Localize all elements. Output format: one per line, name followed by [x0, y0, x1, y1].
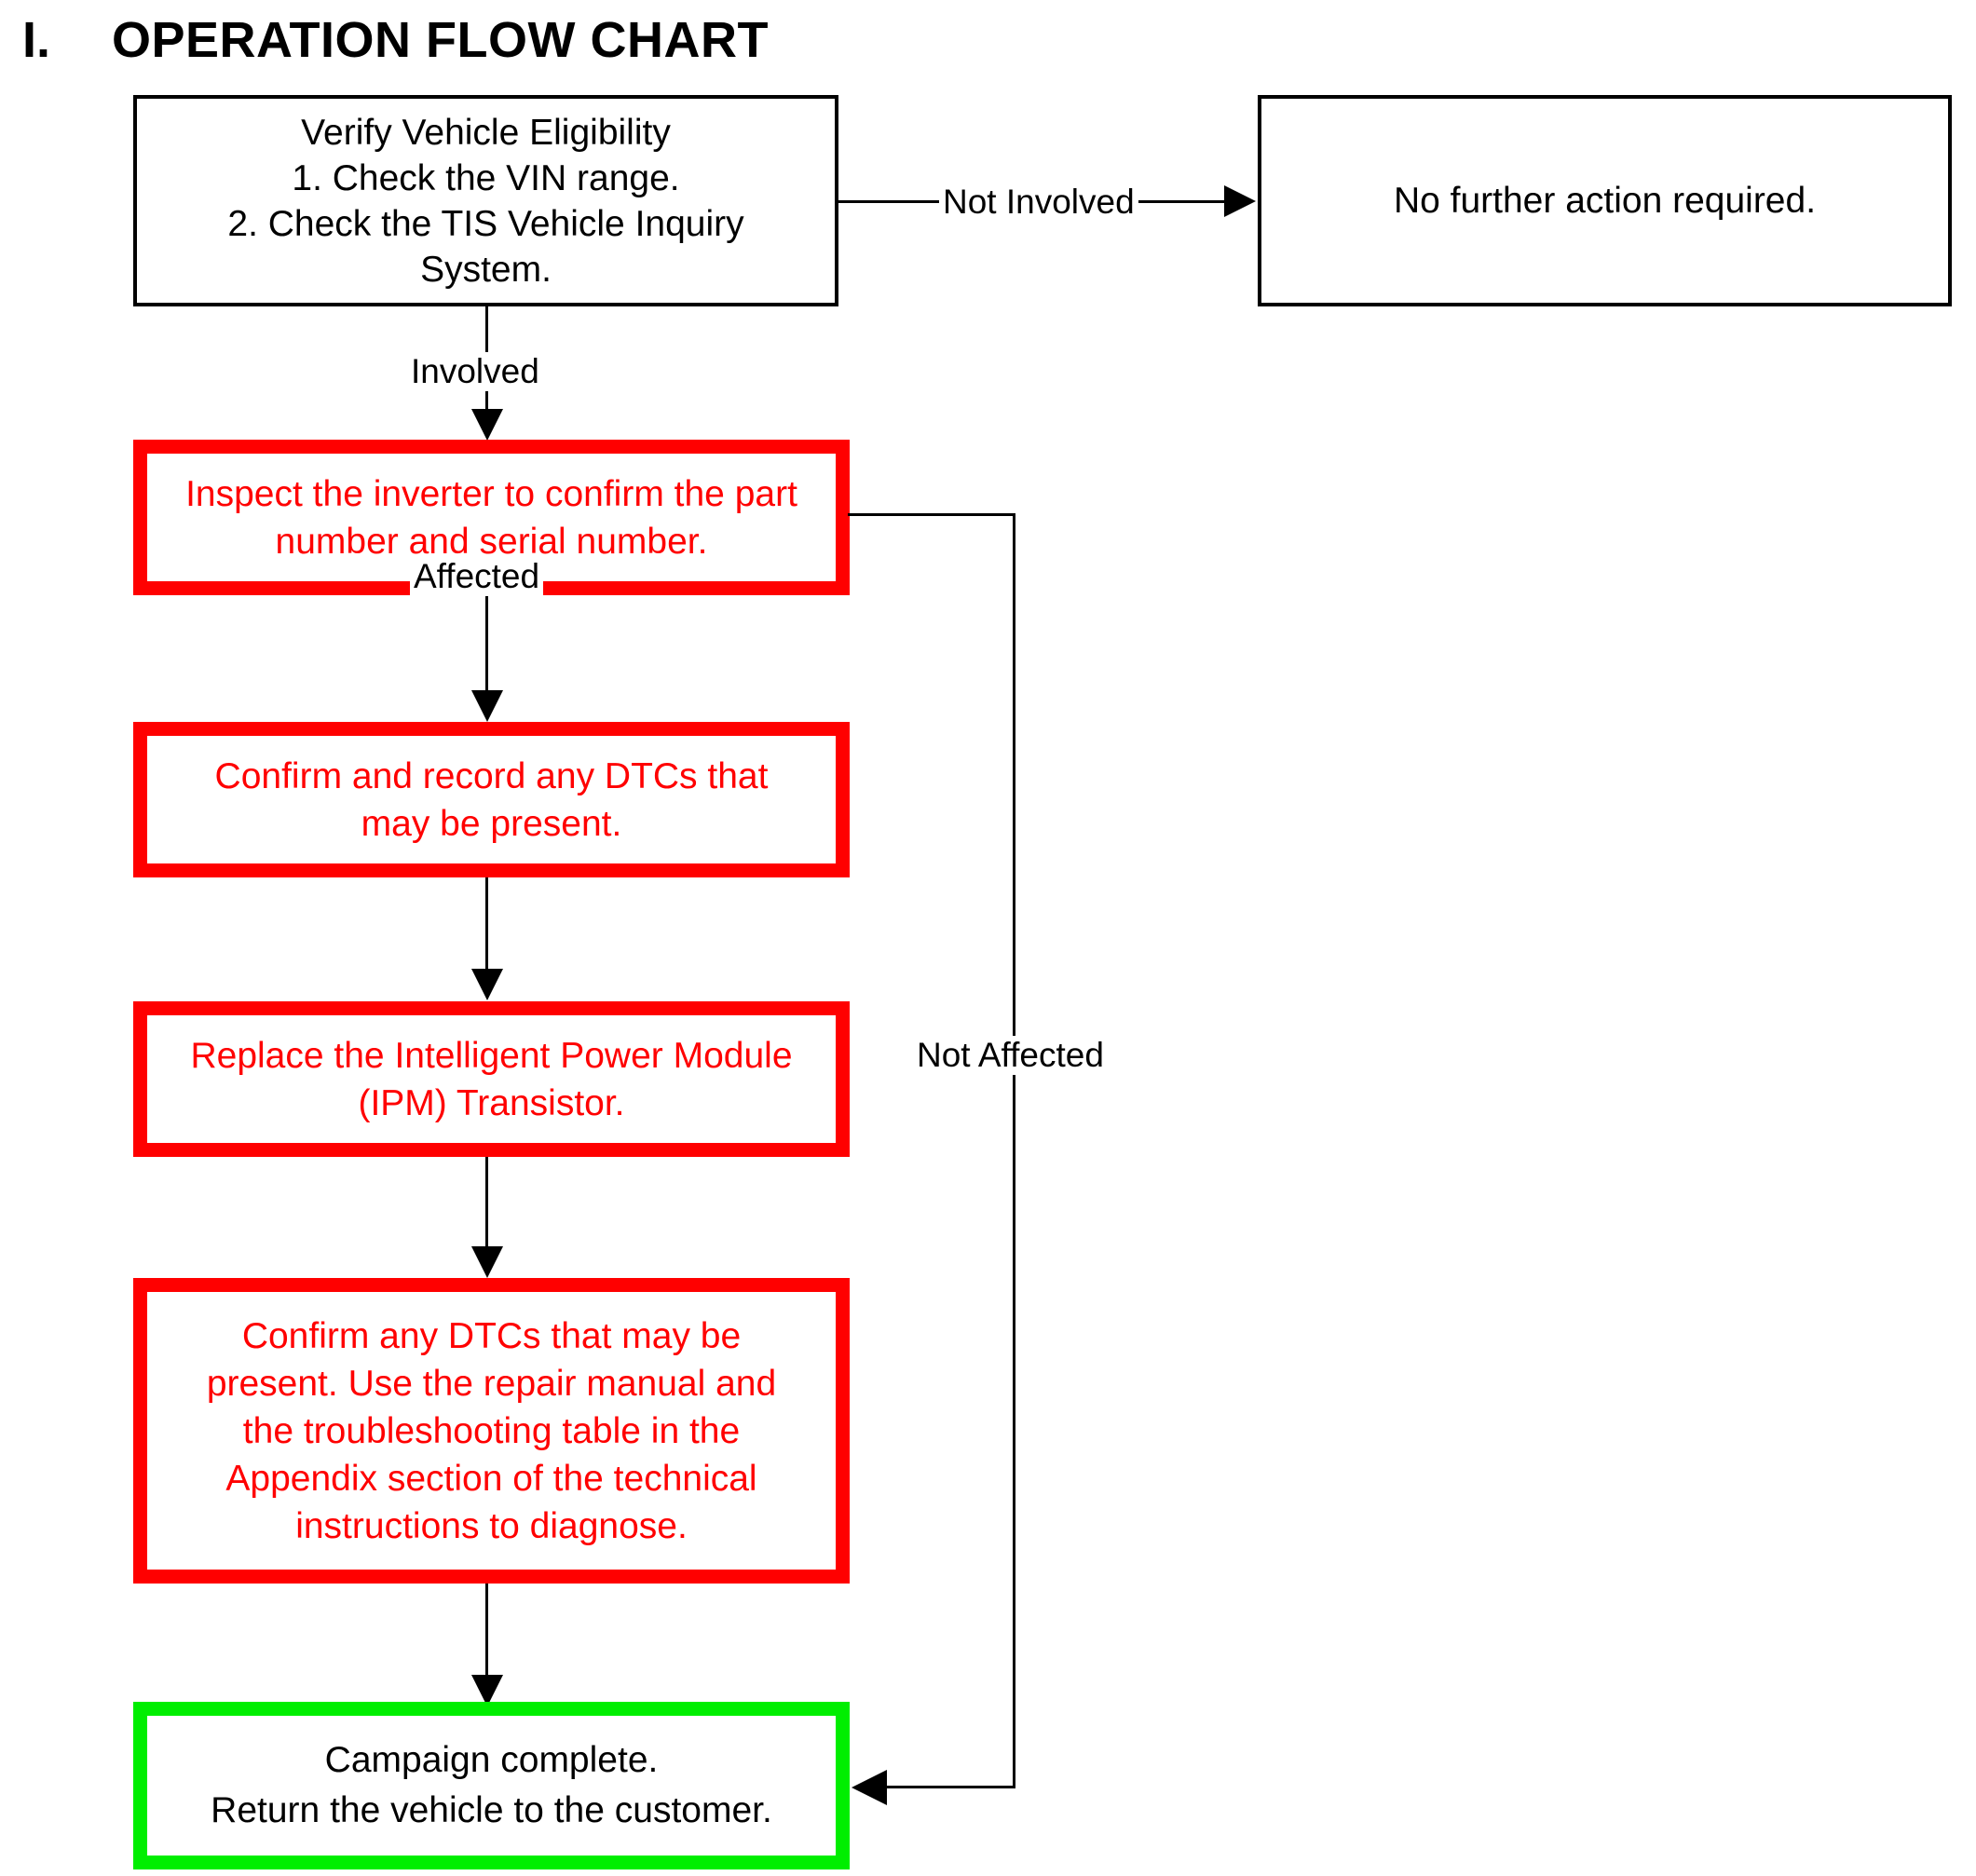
node-verify-line-3: 2. Check the TIS Vehicle Inquiry [227, 203, 744, 244]
node-verify-line-2: 1. Check the VIN range. [292, 157, 680, 198]
edge-label-affected: Affected [410, 557, 544, 596]
edge-replace-to-confirm-line [485, 1157, 488, 1250]
node-record-dtcs[interactable]: Confirm and record any DTCs that may be … [133, 722, 850, 877]
edge-confirm-to-complete-arrowhead [471, 1675, 503, 1706]
node-confirm-dtc-line-3: the troubleshooting table in the [242, 1410, 741, 1451]
edge-replace-to-confirm-arrowhead [471, 1246, 503, 1278]
node-no-action-line-1: No further action required. [1393, 181, 1817, 221]
node-replace-ipm-line-2: (IPM) Transistor. [358, 1082, 625, 1123]
node-confirm-dtc-line-1: Confirm any DTCs that may be [241, 1315, 742, 1356]
page-title: I. OPERATION FLOW CHART [22, 11, 769, 69]
edge-affected-line [485, 595, 488, 700]
edge-confirm-to-complete-line [485, 1584, 488, 1679]
node-campaign-complete[interactable]: Campaign complete. Return the vehicle to… [133, 1702, 850, 1869]
node-replace-ipm-line-1: Replace the Intelligent Power Module [190, 1035, 793, 1076]
section-number: I. [22, 12, 51, 68]
edge-not-affected-arrowhead [852, 1770, 887, 1805]
edge-not-affected-vertical-line [1013, 513, 1015, 1787]
node-confirm-dtc-line-2: present. Use the repair manual and [206, 1363, 777, 1404]
edge-label-not-affected: Not Affected [913, 1036, 1108, 1075]
node-complete-line-1: Campaign complete. [324, 1740, 659, 1780]
edge-involved-arrowhead [471, 409, 503, 441]
section-title: OPERATION FLOW CHART [112, 12, 769, 68]
edge-affected-arrowhead [471, 690, 503, 722]
node-inspect-line-1: Inspect the inverter to confirm the part [185, 473, 797, 514]
edge-not-affected-bottom-line [887, 1786, 1015, 1788]
node-record-dtc-line-1: Confirm and record any DTCs that [214, 755, 769, 796]
node-complete-line-2: Return the vehicle to the customer. [211, 1790, 772, 1830]
edge-record-to-replace-line [485, 877, 488, 973]
node-verify-line-4: System. [420, 249, 552, 290]
node-no-further-action[interactable]: No further action required. [1258, 95, 1952, 306]
node-confirm-dtc-line-5: instructions to diagnose. [295, 1505, 688, 1546]
node-inspect-line-2: number and serial number. [275, 521, 708, 562]
node-confirm-dtcs-diagnose[interactable]: Confirm any DTCs that may be present. Us… [133, 1278, 850, 1584]
node-verify-vehicle-eligibility[interactable]: Verify Vehicle Eligibility 1. Check the … [133, 95, 838, 306]
node-confirm-dtc-line-4: Appendix section of the technical [225, 1458, 757, 1499]
edge-label-not-involved: Not Involved [939, 183, 1138, 222]
edge-label-involved: Involved [407, 352, 543, 391]
edge-not-involved-arrowhead [1224, 185, 1256, 217]
edge-record-to-replace-arrowhead [471, 969, 503, 1000]
node-replace-ipm-transistor[interactable]: Replace the Intelligent Power Module (IP… [133, 1001, 850, 1157]
node-verify-line-1: Verify Vehicle Eligibility [301, 112, 671, 153]
edge-not-affected-top-line [848, 513, 1015, 516]
node-record-dtc-line-2: may be present. [361, 803, 622, 844]
